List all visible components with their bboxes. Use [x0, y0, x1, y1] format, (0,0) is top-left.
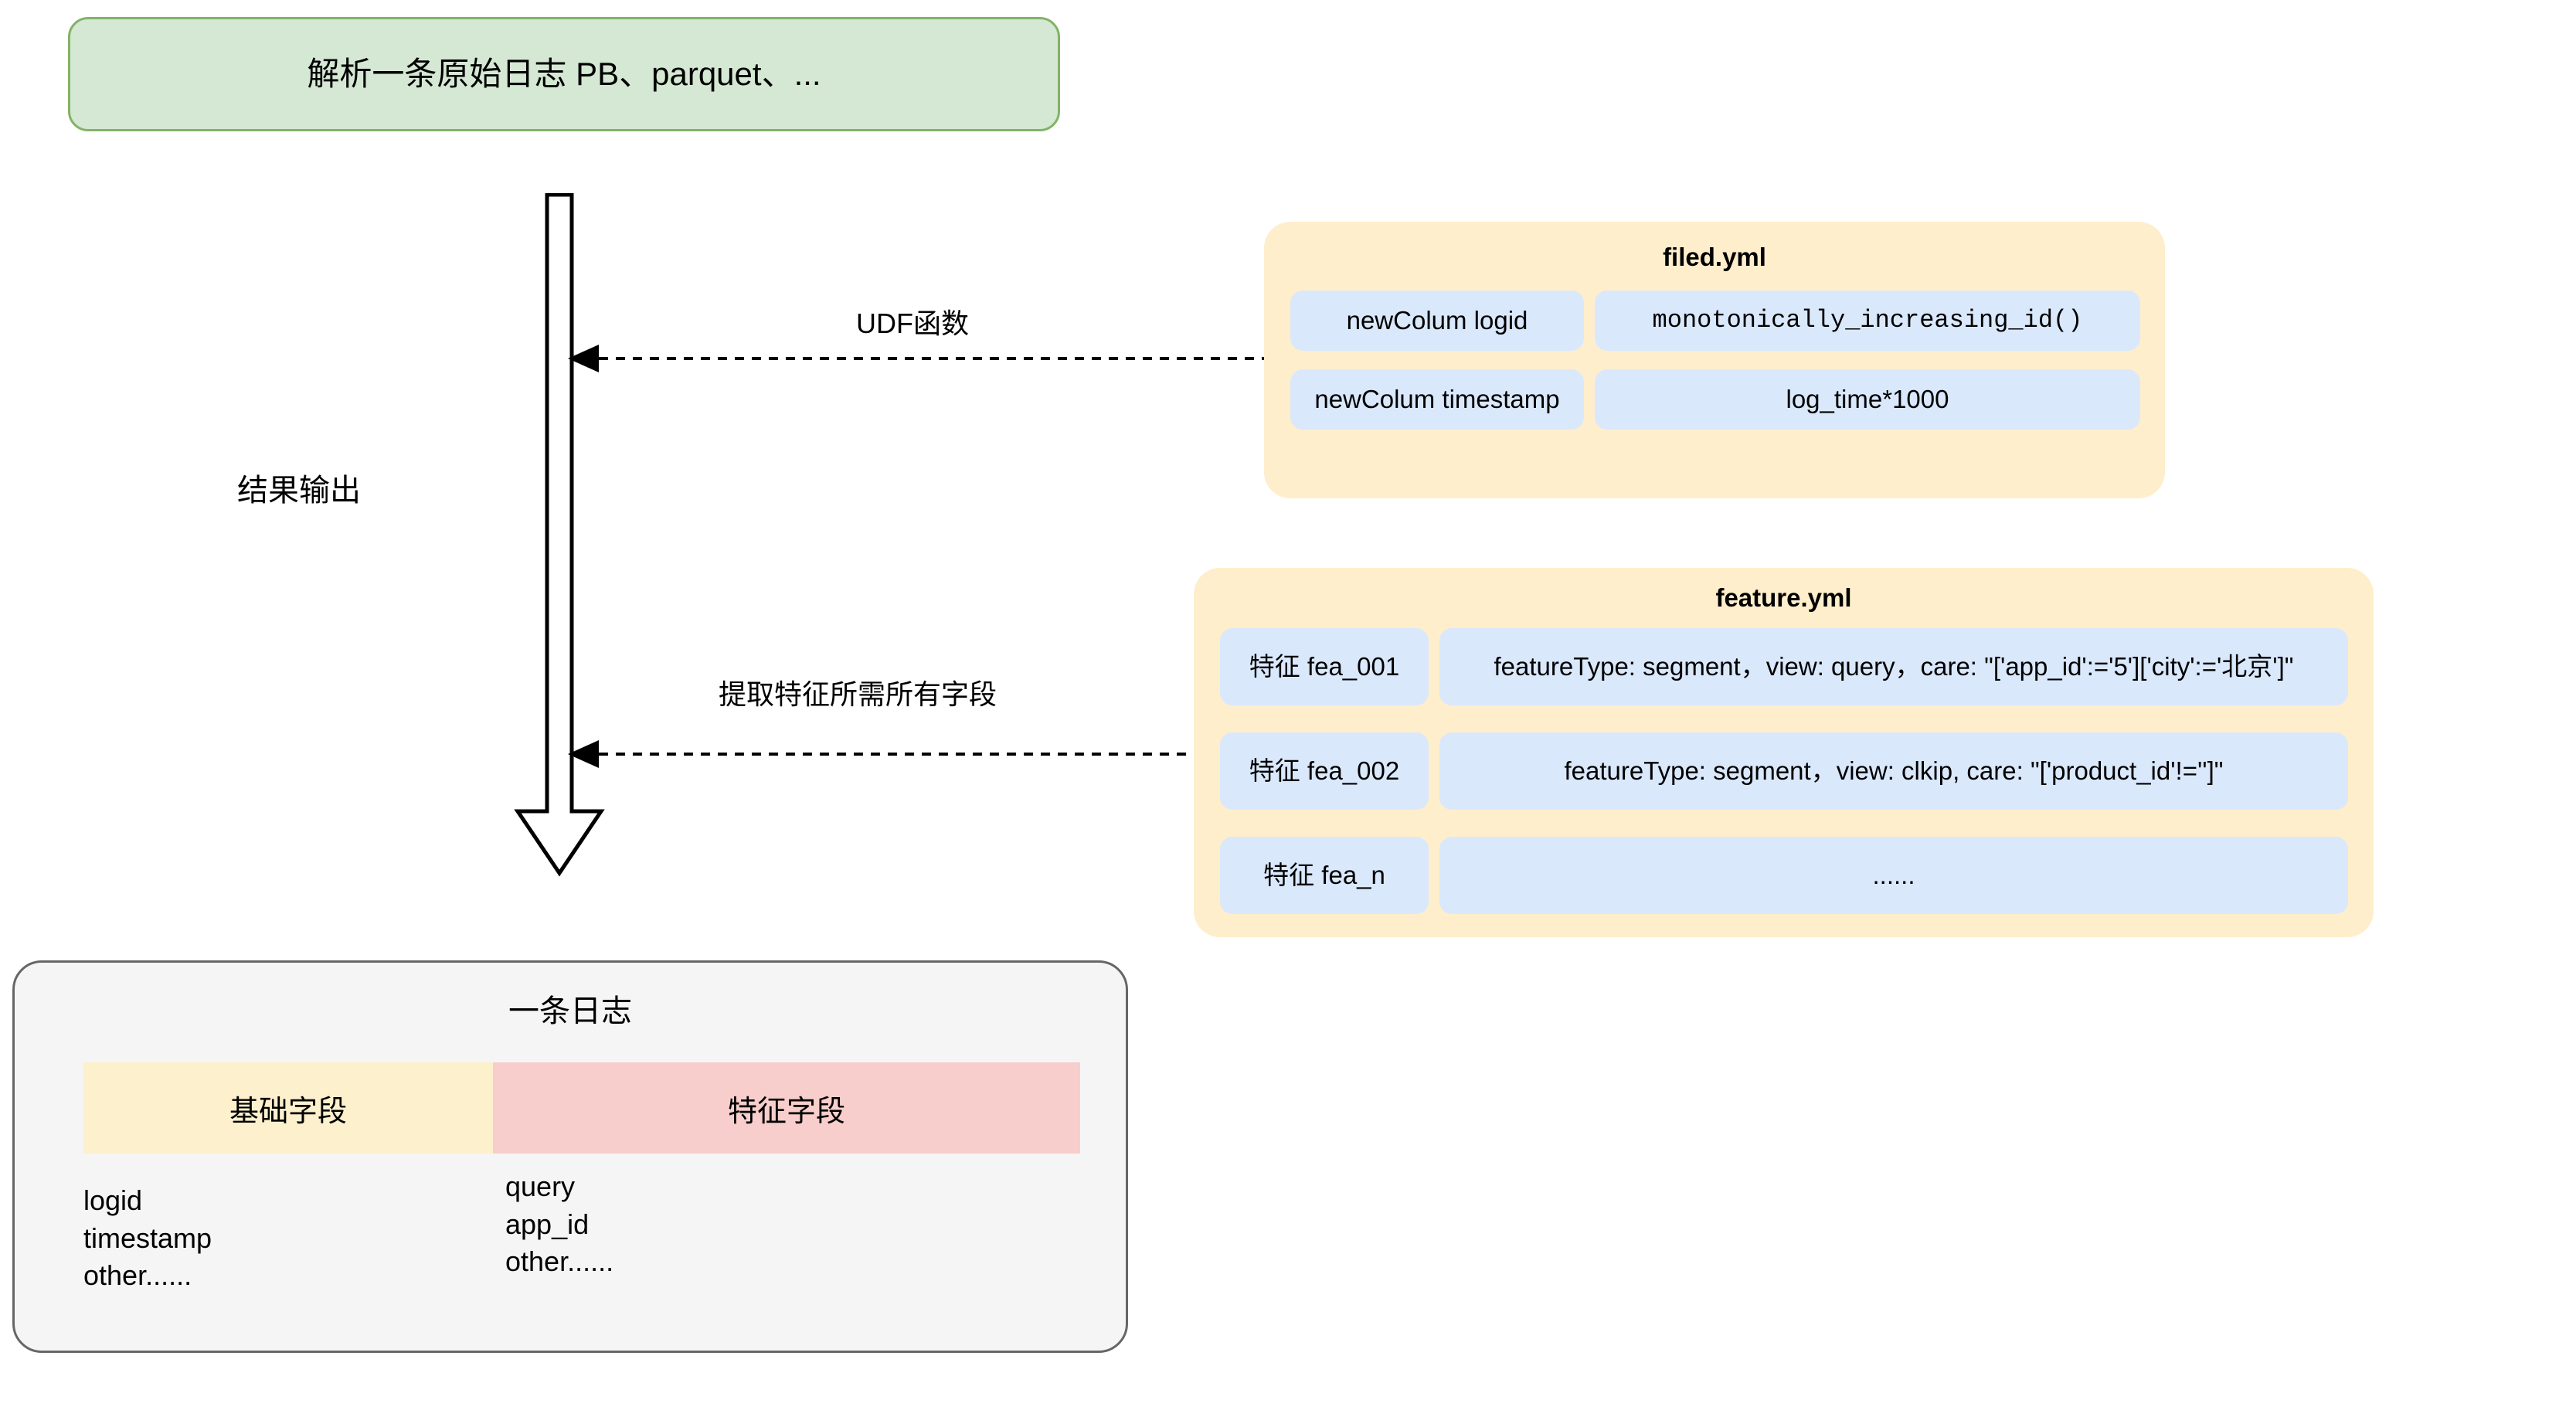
- output-record-box: 一条日志 基础字段 特征字段 logid timestamp other....…: [12, 960, 1128, 1353]
- feature-yml-row: 特征 fea_001 featureType: segment，view: qu…: [1220, 628, 2348, 705]
- feature-yml-row: 特征 fea_002 featureType: segment，view: cl…: [1220, 732, 2348, 810]
- output-record-title: 一条日志: [508, 994, 632, 1028]
- source-log-label: 解析一条原始日志 PB、parquet、...: [307, 55, 821, 92]
- feature-connector-arrow: [568, 740, 1201, 768]
- filed-yml-value: log_time*1000: [1595, 369, 2140, 430]
- filed-yml-key: newColum timestamp: [1290, 369, 1584, 430]
- udf-edge-label: UDF函数: [856, 308, 969, 339]
- feature-fields-list: query app_id other......: [505, 1171, 614, 1278]
- feature-fields-header: 特征字段: [493, 1062, 1080, 1154]
- feature-yml-key: 特征 fea_002: [1220, 732, 1429, 810]
- filed-yml-key: newColum logid: [1290, 291, 1584, 351]
- base-fields-header: 基础字段: [83, 1062, 493, 1154]
- result-output-arrow: [514, 193, 605, 877]
- feature-yml-title: feature.yml: [1715, 583, 1852, 612]
- feature-yml-panel: feature.yml 特征 fea_001 featureType: segm…: [1194, 568, 2374, 937]
- filed-yml-title: filed.yml: [1663, 243, 1766, 271]
- filed-yml-panel: filed.yml newColum logid monotonically_i…: [1264, 222, 2165, 498]
- base-fields-list: logid timestamp other......: [83, 1184, 212, 1292]
- feature-yml-row: 特征 fea_n ......: [1220, 837, 2348, 914]
- result-output-label: 结果输出: [237, 474, 361, 508]
- filed-yml-row: newColum timestamp log_time*1000: [1290, 369, 2140, 430]
- feature-yml-value: featureType: segment，view: clkip, care: …: [1439, 732, 2348, 810]
- filed-yml-row: newColum logid monotonically_increasing_…: [1290, 291, 2140, 351]
- udf-connector-arrow: [568, 345, 1271, 372]
- feature-yml-value: featureType: segment，view: query，care: "…: [1439, 628, 2348, 705]
- output-record-header: 基础字段 特征字段: [83, 1062, 1080, 1154]
- feature-edge-label: 提取特征所需所有字段: [719, 678, 997, 710]
- feature-yml-key: 特征 fea_001: [1220, 628, 1429, 705]
- feature-yml-value: ......: [1439, 837, 2348, 914]
- feature-yml-key: 特征 fea_n: [1220, 837, 1429, 914]
- source-log-box: 解析一条原始日志 PB、parquet、...: [68, 17, 1060, 131]
- filed-yml-value: monotonically_increasing_id(): [1595, 291, 2140, 351]
